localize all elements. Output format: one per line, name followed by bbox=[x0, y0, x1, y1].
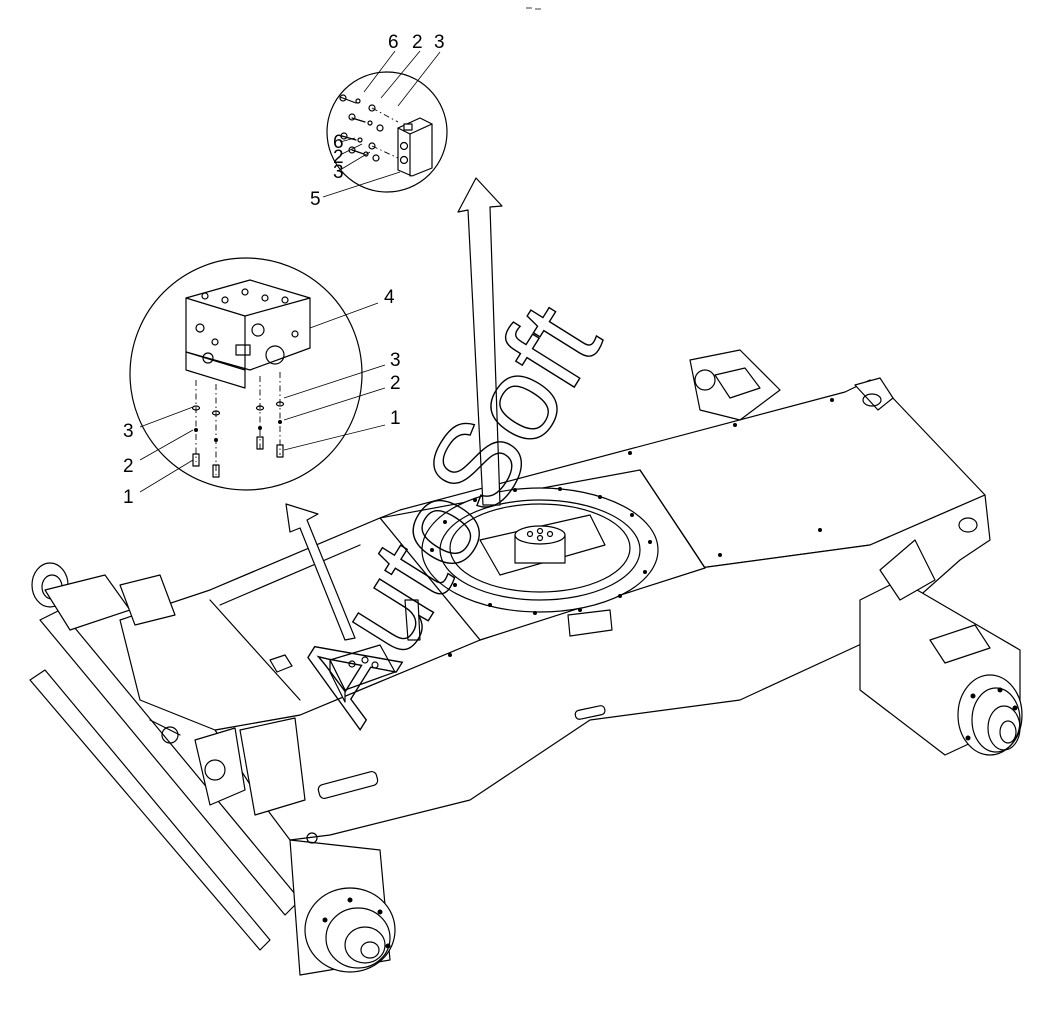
bolt-row-upper bbox=[339, 94, 399, 132]
callout-left-3b: 3 bbox=[123, 421, 134, 442]
corner-mark bbox=[526, 7, 541, 10]
left-beam bbox=[119, 517, 481, 731]
main-frame bbox=[119, 377, 991, 841]
bolt-row-lower bbox=[340, 132, 399, 162]
callout-left-1a: 1 bbox=[390, 408, 401, 429]
callout-top-5: 5 bbox=[310, 189, 321, 210]
callout-top-2a: 2 bbox=[412, 32, 423, 53]
rotary-joint bbox=[514, 525, 566, 564]
callout-top-6b: 6 bbox=[333, 132, 344, 153]
right-wheel-assembly bbox=[859, 539, 1023, 756]
callout-top-2b: 2 bbox=[333, 147, 344, 168]
detail-circle-top: 6 2 3 6 2 3 5 bbox=[310, 32, 448, 210]
detail-arrow-left bbox=[285, 503, 356, 641]
callout-left-2a: 2 bbox=[390, 373, 401, 394]
callout-top-3b: 3 bbox=[333, 162, 344, 183]
left-axle-assembly bbox=[29, 562, 396, 976]
callout-left-2b: 2 bbox=[123, 456, 134, 477]
callout-left-3a: 3 bbox=[390, 350, 401, 371]
callout-left-1b: 1 bbox=[123, 487, 134, 508]
detail-arrow-top bbox=[457, 177, 503, 506]
ring-bolt-holes bbox=[430, 487, 652, 615]
detail-circle-left: 4 3 2 1 3 2 1 bbox=[123, 257, 401, 508]
fastener-set-left bbox=[191, 401, 285, 478]
frame-valve-block bbox=[329, 644, 396, 703]
callout-top-6a: 6 bbox=[388, 32, 399, 53]
callout-left-4: 4 bbox=[384, 287, 395, 308]
callout-top-3a: 3 bbox=[434, 32, 445, 53]
upper-wheel-assembly bbox=[689, 349, 781, 421]
